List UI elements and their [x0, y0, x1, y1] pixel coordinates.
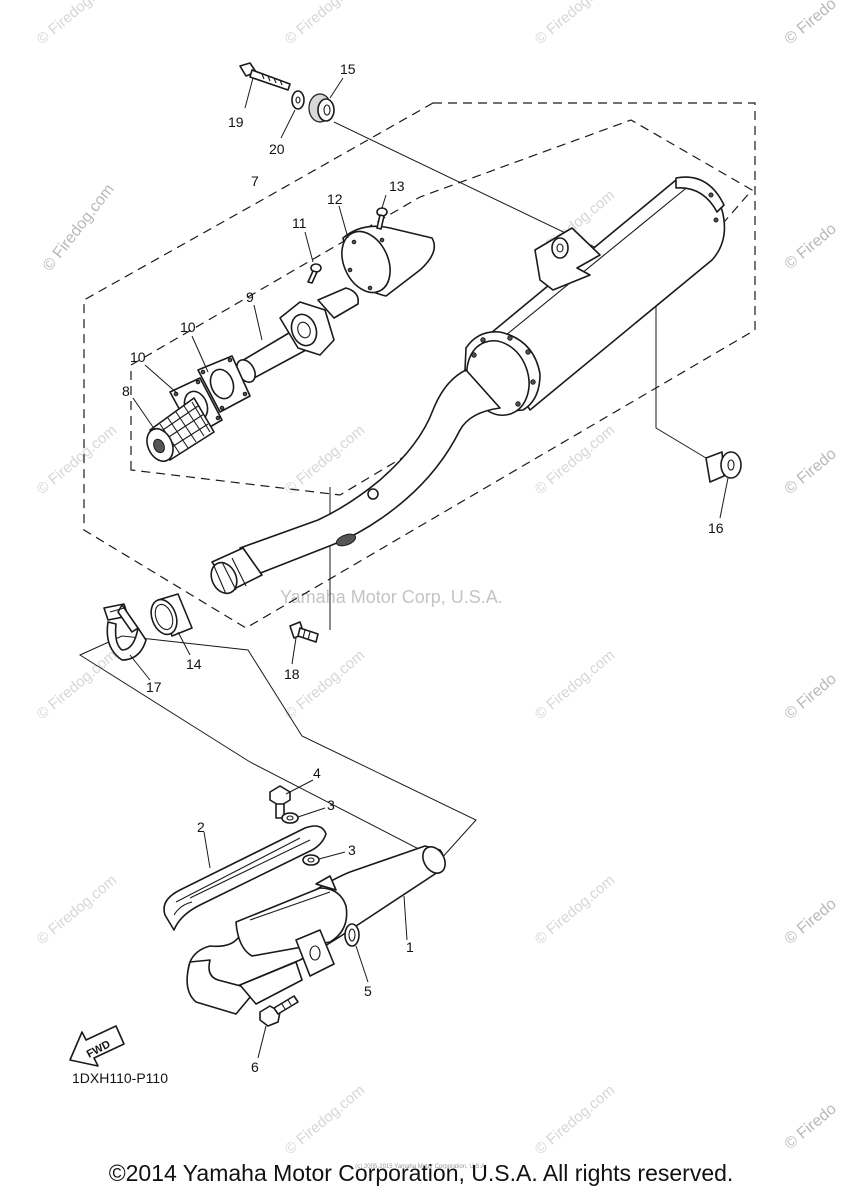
callout-16: 16 [708, 520, 724, 536]
callout-labels: 1 2 3 3 4 5 6 7 8 9 10 10 11 12 13 14 15… [122, 61, 724, 1075]
callout-11: 11 [292, 215, 307, 231]
callout-7: 7 [251, 173, 259, 189]
copyright-notice: ©2014 Yamaha Motor Corporation, U.S.A. A… [108, 1160, 734, 1186]
watermark: © Firedog.com [34, 647, 120, 723]
part-18-bolt [289, 621, 319, 643]
part-9-inner-pipe [236, 287, 360, 383]
part-12-end-cap [341, 225, 436, 297]
callout-3: 3 [348, 842, 356, 858]
part-2-heat-protector [163, 825, 327, 931]
watermark-side: © Firedo [782, 445, 840, 498]
callout-13: 13 [389, 178, 405, 194]
watermark: © Firedog.com [532, 0, 618, 48]
diagram-code: 1DXH110-P110 [72, 1070, 168, 1086]
callout-19: 19 [228, 114, 244, 130]
part-15-grommet [308, 93, 335, 123]
watermark: © Firedog.com [532, 1082, 618, 1158]
callout-10: 10 [180, 319, 196, 335]
part-3-washer-lower [302, 854, 320, 866]
callout-8: 8 [122, 383, 130, 399]
part-13-screw [376, 207, 388, 230]
callout-3: 3 [327, 797, 335, 813]
small-print: (c) 2005-2015 Yamaha Motor Corporation, … [355, 1164, 487, 1170]
watermark: © Firedog.com [532, 422, 618, 498]
callout-4: 4 [313, 765, 321, 781]
part-8-spark-arrester [146, 397, 215, 463]
part-14-joint-gasket [150, 593, 193, 637]
watermark-side: © Firedo [782, 895, 840, 948]
center-watermark: Yamaha Motor Corp, U.S.A. [280, 587, 503, 607]
watermark-side: © Firedo [782, 1100, 840, 1153]
callout-17: 17 [146, 679, 162, 695]
watermark-firedog-large: © Firedog.com [40, 181, 118, 274]
watermark-layer: © Firedog.com © Firedog.com © Firedog.co… [34, 0, 840, 1158]
watermark: © Firedog.com [532, 647, 618, 723]
callout-5: 5 [364, 983, 372, 999]
part-7-muffler [210, 176, 726, 595]
part-5-gasket [344, 923, 360, 947]
part-6-bolt [259, 995, 299, 1027]
callout-15: 15 [340, 61, 356, 77]
part-16-collar [705, 451, 742, 483]
part-20-washer [291, 90, 305, 110]
callout-12: 12 [327, 191, 343, 207]
part-19-bolt [239, 62, 291, 91]
watermark-side: © Firedo [782, 220, 840, 273]
watermark: © Firedog.com [282, 647, 368, 723]
watermark-side: © Firedo [782, 670, 840, 723]
watermark: © Firedog.com [532, 872, 618, 948]
callout-18: 18 [284, 666, 300, 682]
part-3-washer-upper [281, 812, 299, 824]
callout-leaders [129, 77, 729, 1059]
callout-14: 14 [186, 656, 202, 672]
callout-2: 2 [197, 819, 205, 835]
callout-20: 20 [269, 141, 285, 157]
header-pipe-assembly-outline [78, 635, 477, 861]
muffler-assembly-outline [83, 102, 756, 629]
watermark: © Firedog.com [282, 0, 368, 48]
fwd-arrow-icon: FWD [69, 1025, 125, 1067]
watermark-side: © Firedo [782, 0, 840, 48]
part-4-bolt [269, 785, 291, 819]
watermark: © Firedog.com [34, 872, 120, 948]
callout-1: 1 [406, 939, 414, 955]
watermark: © Firedog.com [34, 0, 120, 48]
callout-6: 6 [251, 1059, 259, 1075]
callout-10: 10 [130, 349, 146, 365]
part-11-screw [307, 263, 322, 284]
watermark: © Firedog.com [282, 1082, 368, 1158]
part-10-gasket-rear [197, 355, 251, 413]
part-17-clamp [103, 603, 147, 661]
callout-9: 9 [246, 289, 254, 305]
watermark: © Firedog.com [34, 422, 120, 498]
